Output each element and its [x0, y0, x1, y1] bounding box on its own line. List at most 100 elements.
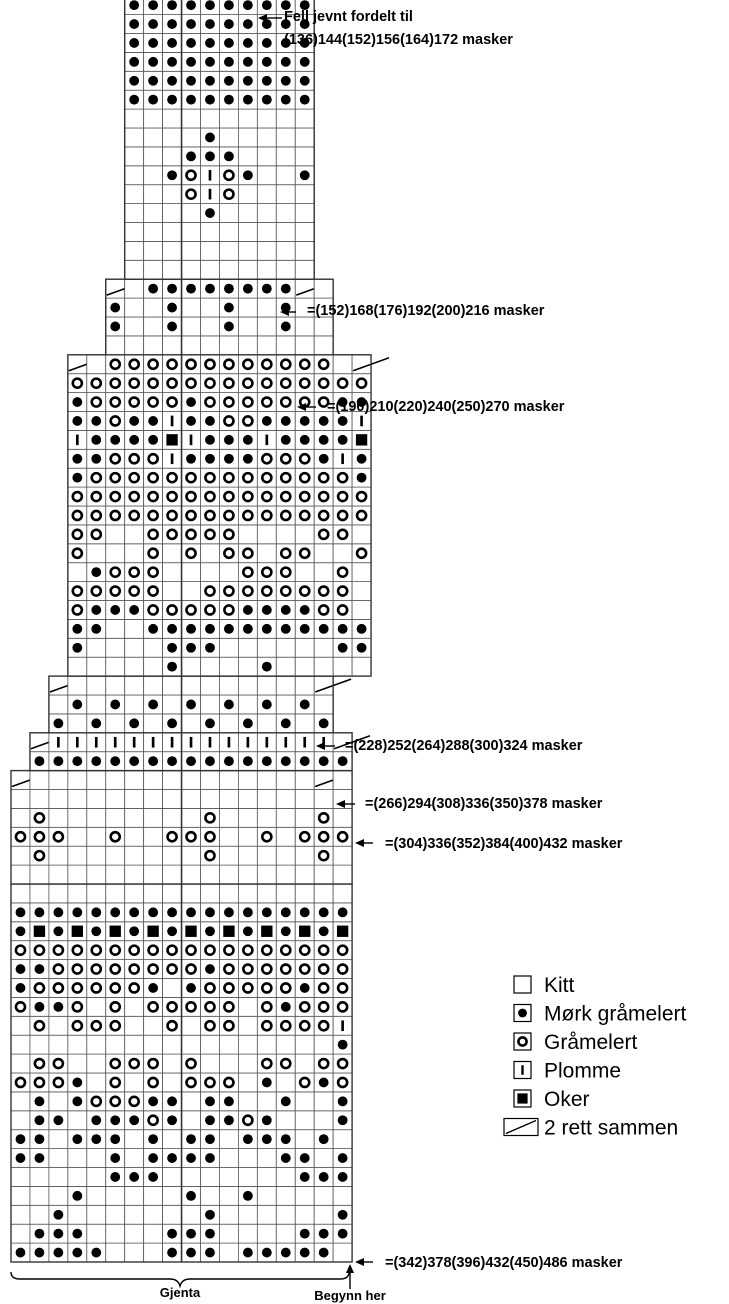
dot-symbol	[167, 718, 177, 729]
dot-symbol	[167, 1247, 177, 1258]
ring-symbol	[185, 830, 197, 843]
dot-symbol	[110, 321, 121, 332]
chart-cell	[219, 335, 239, 356]
bar-symbol	[113, 736, 117, 748]
ring-symbol	[128, 471, 141, 484]
ring-symbol	[71, 585, 84, 597]
ring-symbol	[317, 604, 330, 616]
dot-symbol	[186, 453, 196, 464]
ring-symbol	[242, 396, 254, 408]
dot-symbol	[91, 605, 102, 615]
chart-cell	[256, 1053, 277, 1074]
chart-cell	[200, 486, 220, 507]
chart-cell	[181, 789, 201, 809]
ring-symbol	[260, 452, 273, 465]
dot-symbol	[148, 907, 159, 918]
dot-symbol	[186, 756, 196, 767]
chart-cell	[10, 997, 31, 1017]
chart-cell	[351, 562, 372, 583]
dot-symbol	[280, 94, 291, 105]
dot-symbol	[242, 1190, 253, 1201]
chart-cell	[143, 505, 163, 526]
ring-symbol	[109, 1057, 122, 1070]
chart-cell	[313, 694, 334, 715]
dot-symbol	[242, 756, 253, 767]
dot-symbol	[205, 151, 215, 162]
ring-symbol	[279, 1057, 292, 1070]
ring-symbol	[223, 585, 235, 597]
chart-cell	[143, 467, 163, 488]
chart-cell	[219, 1242, 239, 1263]
chart-cell	[124, 1091, 145, 1112]
dot-symbol	[205, 94, 215, 105]
chart-cell	[275, 543, 296, 564]
ring-symbol	[204, 604, 216, 616]
chart-cell	[67, 713, 88, 734]
ring-symbol	[336, 490, 349, 503]
chart-cell	[143, 1204, 163, 1225]
chart-cell	[275, 505, 296, 526]
chart-cell	[294, 1204, 315, 1225]
ring-symbol	[279, 452, 292, 465]
chart-cell	[143, 316, 163, 337]
chart-cell	[200, 240, 220, 261]
chart-cell	[237, 240, 258, 261]
ring-symbol	[223, 1001, 235, 1013]
ring-symbol	[90, 490, 103, 503]
chart-cell	[219, 543, 239, 564]
chart-cell	[124, 278, 145, 299]
dot-symbol	[337, 1228, 348, 1239]
chart-cell	[143, 392, 163, 412]
ring-symbol	[336, 471, 349, 484]
ring-symbol	[147, 377, 159, 389]
dot-symbol	[148, 38, 159, 48]
dot-symbol	[53, 718, 64, 729]
chart-cell	[351, 505, 372, 526]
chart-cell	[86, 1167, 107, 1187]
chart-cell	[294, 940, 315, 961]
dot-symbol	[186, 0, 196, 11]
chart-cell	[181, 600, 201, 620]
chart-cell	[86, 1034, 107, 1055]
chart-cell	[181, 467, 201, 488]
ring-symbol	[90, 528, 103, 541]
ring-symbol	[517, 1036, 528, 1047]
chart-cell	[181, 883, 201, 904]
chart-cell	[200, 581, 220, 601]
dot-symbol	[129, 38, 140, 48]
chart-cell	[181, 203, 201, 223]
chart-cell	[275, 1072, 296, 1093]
ring-symbol	[109, 566, 122, 578]
ring-symbol	[336, 830, 349, 843]
chart-cell	[162, 845, 182, 866]
chart-cell	[200, 770, 220, 790]
chart-cell	[143, 562, 163, 583]
chart-cell	[294, 1091, 315, 1112]
dot-symbol	[110, 605, 121, 615]
chart-cell	[219, 883, 239, 904]
dot-symbol	[205, 1115, 215, 1126]
chart-cell	[124, 1148, 145, 1168]
dot-symbol	[280, 907, 291, 918]
bar-symbol	[208, 736, 212, 748]
chart-cell	[67, 600, 88, 620]
chart-cell	[67, 1015, 88, 1036]
chart-cell	[162, 240, 182, 261]
ring-symbol	[52, 1076, 65, 1089]
ring-symbol	[185, 604, 197, 616]
bar-symbol	[284, 736, 288, 748]
ring-symbol	[260, 944, 273, 956]
bar-symbol	[341, 1020, 344, 1032]
chart-cell	[275, 1223, 296, 1244]
ring-symbol	[223, 377, 235, 389]
chart-cell	[332, 581, 353, 601]
ring-symbol	[147, 1114, 159, 1127]
dot-symbol	[337, 1115, 348, 1126]
chart-cell	[237, 864, 258, 885]
chart-cell	[143, 297, 163, 318]
dot-symbol	[299, 19, 310, 29]
ring-symbol	[204, 1001, 216, 1013]
ring-symbol	[90, 944, 103, 956]
dot-symbol	[318, 1172, 329, 1182]
ring-symbol	[185, 1076, 197, 1089]
